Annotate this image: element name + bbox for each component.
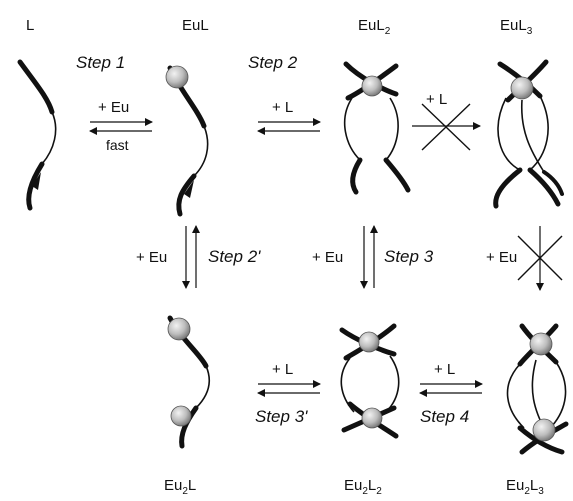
equilibrium-arrow-step3p	[257, 380, 321, 397]
complex-Eu2L	[167, 315, 211, 449]
reagent-add-eu-step3: + Eu	[312, 249, 344, 266]
rate-fast-label: fast	[106, 137, 129, 153]
eu-ion	[510, 76, 534, 100]
eu-ion	[170, 405, 192, 427]
eu-ion	[361, 75, 383, 97]
equilibrium-arrow-step1	[89, 118, 153, 135]
eu-ion	[361, 407, 383, 429]
label-step2: Step 2	[248, 53, 298, 72]
complex-EuL	[165, 65, 209, 217]
label-step3: Step 3	[384, 247, 434, 266]
eu-ion	[358, 331, 380, 353]
label-step2-prime: Step 2'	[208, 247, 261, 266]
label-step4: Step 4	[420, 407, 470, 426]
eu-ion	[532, 418, 556, 442]
equilibrium-arrow-step2p	[182, 225, 200, 289]
complex-Eu2L2	[339, 323, 400, 439]
label-L: L	[26, 17, 35, 34]
label-step3-prime: Step 3'	[255, 407, 308, 426]
reagent-add-l-step4: + L	[434, 361, 456, 378]
blocked-arrow-EuL3-to-Eu2L3	[517, 226, 563, 291]
reagent-add-eu-blocked: + Eu	[486, 249, 518, 266]
reagent-add-eu-step1: + Eu	[98, 99, 130, 116]
reagent-add-l-blocked: + L	[426, 91, 448, 108]
blocked-arrow-EuL2-to-EuL3	[412, 103, 481, 151]
equilibrium-arrow-step3	[360, 225, 378, 289]
label-Eu2L: Eu2L	[164, 477, 197, 497]
label-EuL: EuL	[182, 17, 209, 34]
eu-ion	[165, 65, 189, 89]
label-Eu2L2: Eu2L2	[344, 477, 382, 497]
equilibrium-arrow-step2	[257, 118, 321, 135]
complex-EuL2	[343, 61, 411, 195]
ligand-L	[17, 59, 57, 211]
reagent-add-eu-step2p: + Eu	[136, 249, 168, 266]
label-step1: Step 1	[76, 53, 126, 72]
eu-ion	[529, 332, 553, 356]
label-Eu2L3: Eu2L3	[506, 477, 544, 497]
complex-Eu2L3	[506, 323, 569, 455]
label-EuL2: EuL2	[358, 17, 391, 37]
label-EuL3: EuL3	[500, 17, 533, 37]
equilibrium-arrow-step4	[419, 380, 483, 397]
reagent-add-l-step2: + L	[272, 99, 294, 116]
complex-EuL3	[493, 59, 564, 209]
reagent-add-l-step3p: + L	[272, 361, 294, 378]
eu-ion	[167, 317, 191, 341]
